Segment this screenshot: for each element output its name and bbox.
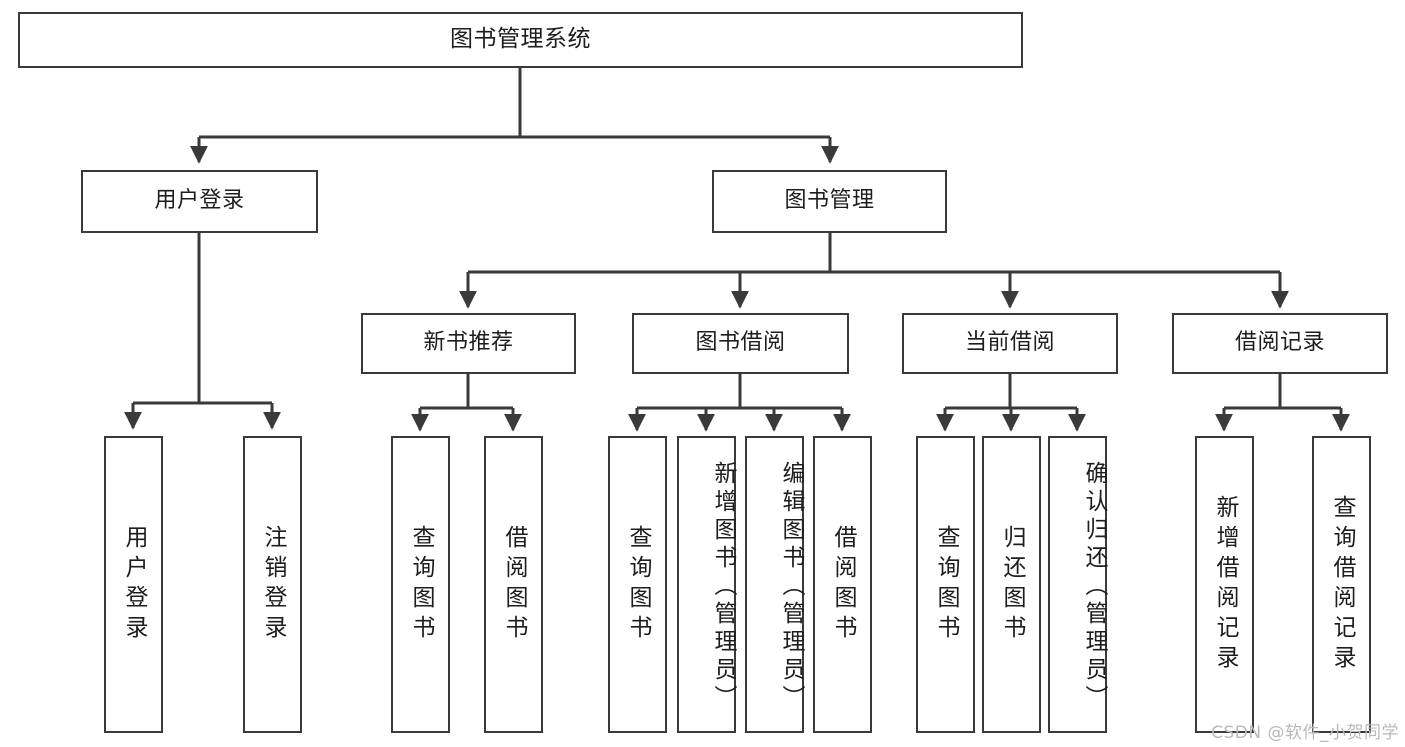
leaf-new-book-borrow-book[interactable]: 借阅图书 (484, 436, 543, 733)
node-user-login[interactable]: 用户登录 (81, 170, 318, 233)
leaf-book-borrow-borrow-book[interactable]: 借阅图书 (813, 436, 872, 733)
leaf-book-borrow-add-book[interactable]: 新增图书（管理员） (677, 436, 736, 733)
node-book-management[interactable]: 图书管理 (712, 170, 947, 233)
leaf-current-borrow-confirm-return[interactable]: 确认归还（管理员） (1048, 436, 1107, 733)
node-current-borrow[interactable]: 当前借阅 (902, 313, 1118, 374)
leaf-borrow-record-add-record[interactable]: 新增借阅记录 (1195, 436, 1254, 733)
leaf-book-borrow-edit-book[interactable]: 编辑图书（管理员） (745, 436, 804, 733)
watermark: CSDN @软件_小贺同学 (1211, 723, 1399, 743)
node-new-book-recommend[interactable]: 新书推荐 (361, 313, 576, 374)
leaf-user-login-logout[interactable]: 注销登录 (243, 436, 302, 733)
leaf-user-login-login[interactable]: 用户登录 (104, 436, 163, 733)
leaf-book-borrow-query-book[interactable]: 查询图书 (608, 436, 667, 733)
leaf-current-borrow-return-book[interactable]: 归还图书 (982, 436, 1041, 733)
leaf-borrow-record-query-record[interactable]: 查询借阅记录 (1312, 436, 1371, 733)
node-borrow-record[interactable]: 借阅记录 (1172, 313, 1388, 374)
leaf-new-book-query-book[interactable]: 查询图书 (391, 436, 450, 733)
node-root[interactable]: 图书管理系统 (18, 12, 1023, 68)
leaf-current-borrow-query-book[interactable]: 查询图书 (916, 436, 975, 733)
node-book-borrow[interactable]: 图书借阅 (632, 313, 849, 374)
